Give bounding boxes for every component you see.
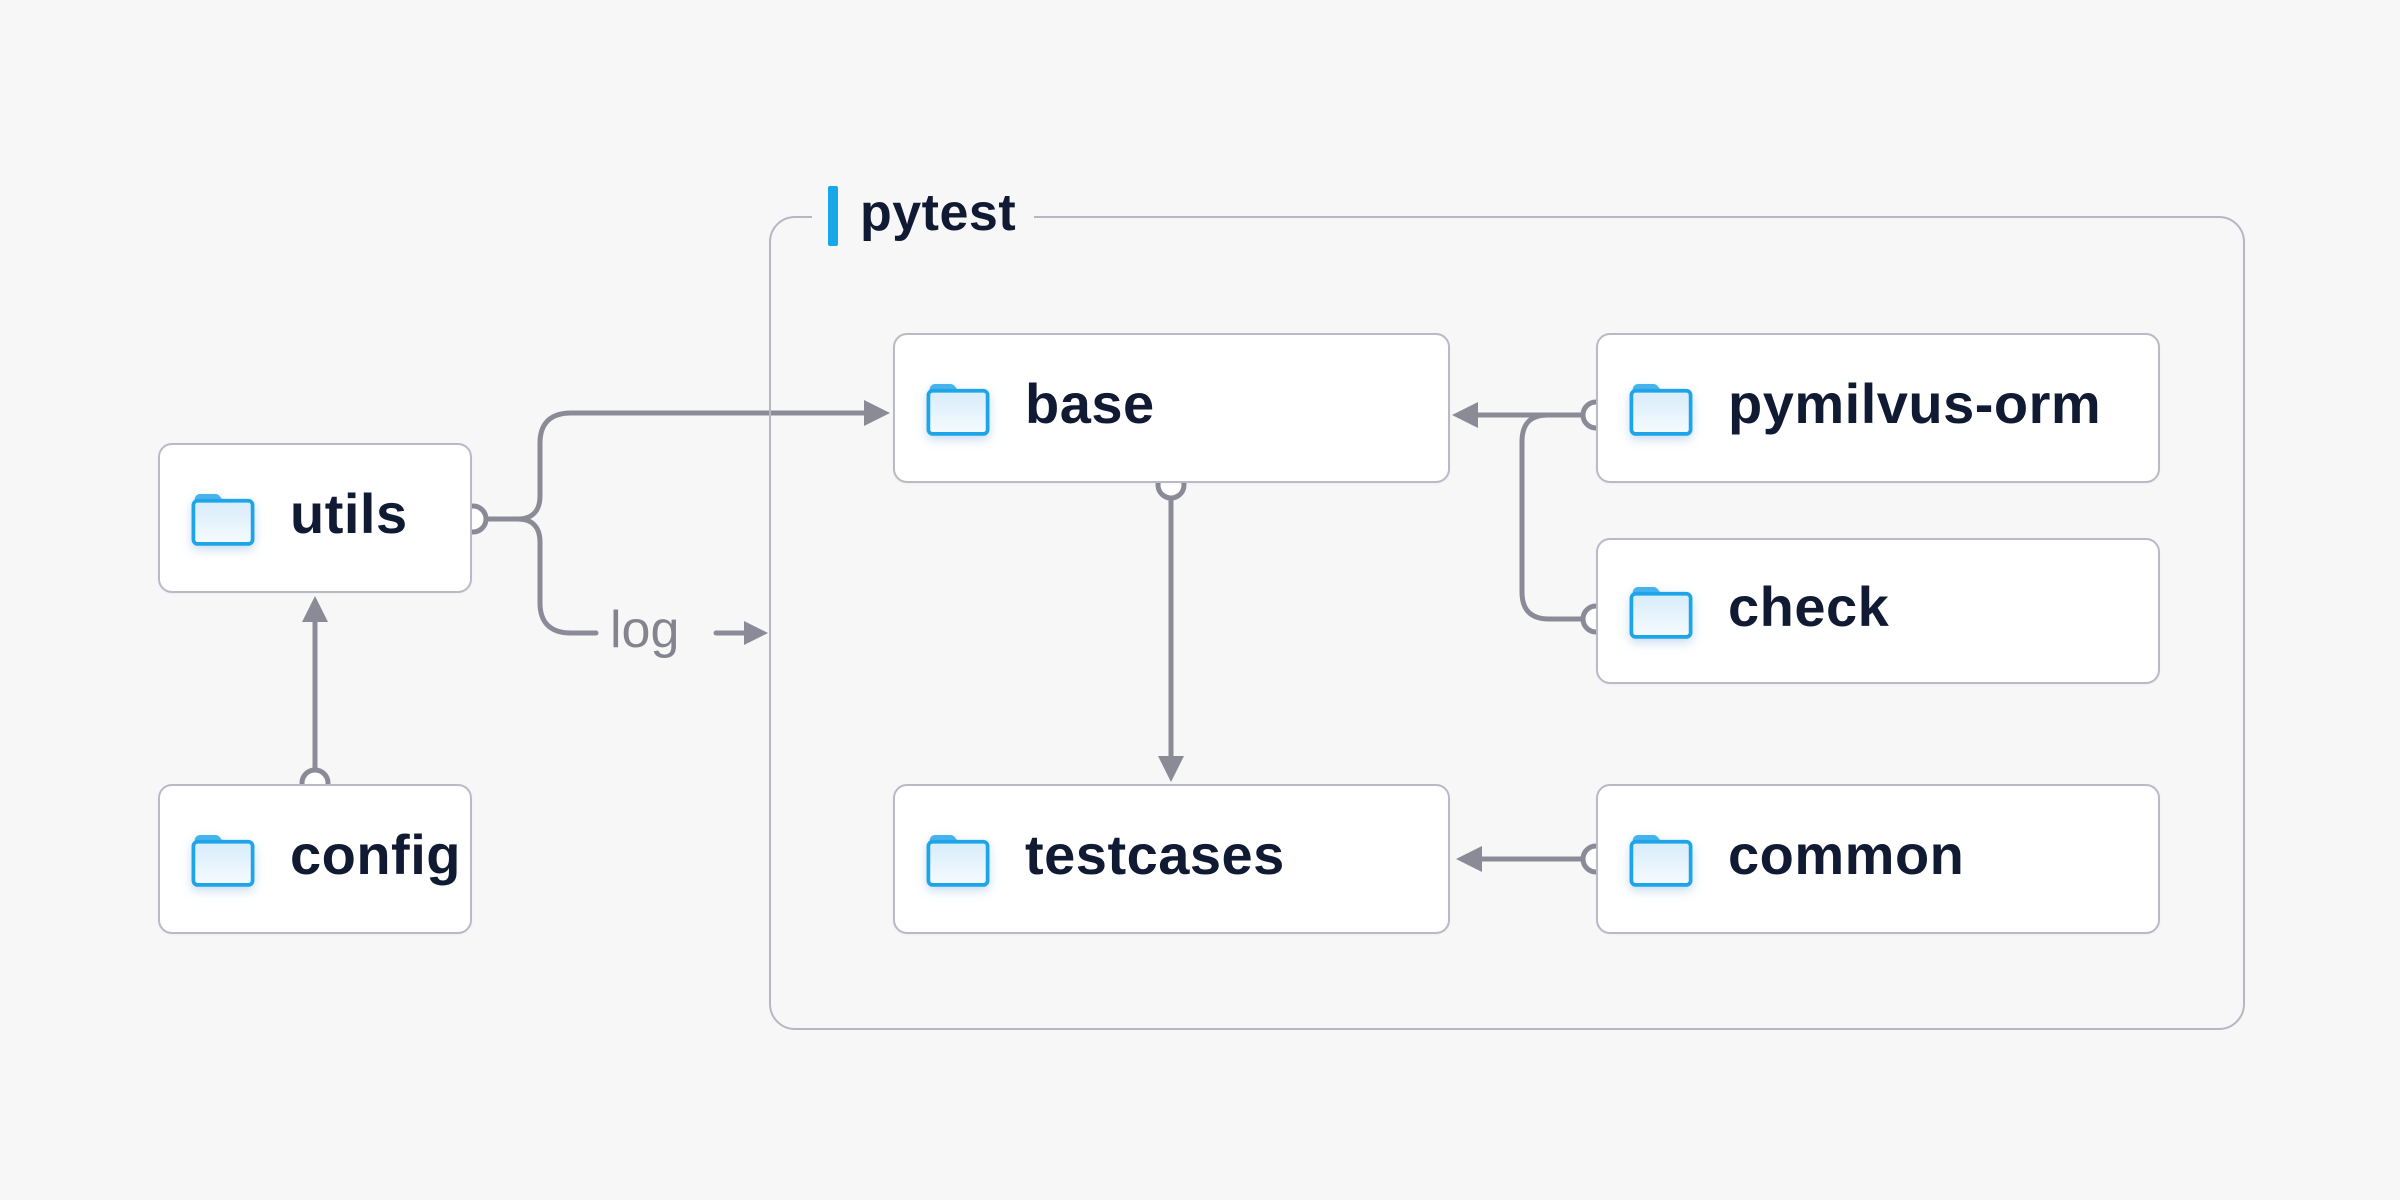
- arrow-right-icon: [744, 621, 768, 645]
- node-pymilvus-orm: pymilvus-orm: [1596, 333, 2160, 483]
- edge-log-group: [713, 621, 768, 645]
- node-testcases: testcases: [893, 784, 1450, 934]
- folder-icon: [1629, 586, 1693, 639]
- folder-icon: [191, 493, 255, 546]
- node-label: utils: [290, 482, 408, 545]
- group-title: pytest: [860, 184, 1017, 242]
- node-config: config: [158, 784, 472, 934]
- folder-icon: [1629, 834, 1693, 887]
- arrow-up-icon: [302, 596, 328, 622]
- accent-bar-icon: [828, 186, 838, 246]
- folder-icon: [1629, 383, 1693, 436]
- node-label: common: [1728, 823, 1965, 886]
- node-label: pymilvus-orm: [1728, 372, 2102, 435]
- node-check: check: [1596, 538, 2160, 684]
- pytest-group-box: [769, 216, 2245, 1030]
- log-annotation: log: [610, 601, 680, 659]
- pytest-group-label: pytest: [812, 184, 1035, 248]
- folder-icon: [926, 383, 990, 436]
- edge-config-utils: [299, 596, 331, 799]
- node-utils: utils: [158, 443, 472, 593]
- node-common: common: [1596, 784, 2160, 934]
- node-label: testcases: [1025, 823, 1285, 886]
- node-label: config: [290, 823, 461, 886]
- node-base: base: [893, 333, 1450, 483]
- node-label: base: [1025, 372, 1155, 435]
- node-label: check: [1728, 575, 1890, 638]
- folder-icon: [926, 834, 990, 887]
- edge-utils-log-line: [515, 516, 599, 636]
- folder-icon: [191, 834, 255, 887]
